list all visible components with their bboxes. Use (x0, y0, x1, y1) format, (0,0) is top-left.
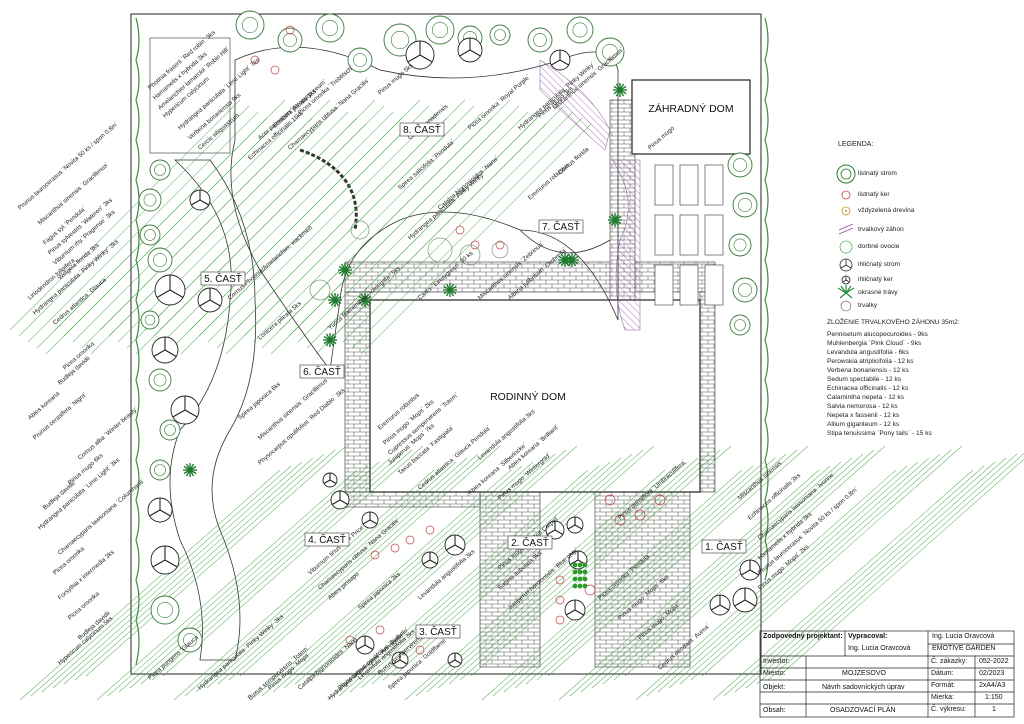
plant-label: Cercis siliquastrum (197, 112, 241, 152)
tb-drawing: 1 (992, 706, 996, 713)
composition-item: Calamintha nepeta - 12 ks (827, 394, 904, 401)
family-house (369, 299, 701, 493)
plant-label: Prunus cerasifera ´Nigra´ (32, 391, 89, 442)
title-block (759, 630, 1015, 718)
tb-responsible-label: Zodpovedný projektant: (763, 633, 843, 640)
legend-item-grass: okrasné trávy (858, 289, 898, 296)
legend-item-deciduous-shrub: listnatý ker (858, 191, 890, 198)
plant-label: Forsythia x intermedia 3ks (57, 549, 116, 602)
part-1-label: 1. ČASŤ (705, 540, 743, 553)
shed-area (149, 37, 231, 154)
grass-icon (837, 285, 855, 299)
composition-item: Pennisetum alucopecuroides - 9ks (827, 331, 928, 338)
perennial-icon (840, 300, 852, 312)
tb-place: MOJZESOVO (842, 670, 886, 677)
plant-leader-lines (9, 99, 1024, 701)
part-2-label: 2. ČASŤ (511, 536, 549, 549)
tb-format-label: Formát: (931, 682, 956, 689)
evergreen-icon (841, 206, 851, 216)
composition-item: Verbena bonariensis - 12 ks (827, 367, 909, 374)
plant-label: Hydrangea paniculata ´Lime Light´ 3ks (37, 457, 122, 532)
tb-date-label: Dátum: (931, 670, 954, 677)
composition-item: Muhlenbergia ´Pink Cloud´ - 9ks (827, 340, 922, 347)
conifer-tree-icon (839, 258, 853, 272)
deciduous-tree-icon (836, 164, 856, 184)
plant-label: Cornus florida (557, 146, 591, 177)
legend-item-conifer-tree: ihličnatý strom (858, 261, 901, 268)
tb-prepared-name: Ing. Lucia Oravcová (848, 645, 911, 652)
plant-label: Lonicera pileata 5ks (257, 300, 303, 341)
conifer-shrub-icon (841, 275, 851, 285)
family-house-label: RODINNÝ DOM (490, 390, 566, 403)
garden-house (631, 79, 751, 155)
plant-label: Picea omorika (67, 590, 102, 621)
terrace-west (344, 291, 371, 493)
perennial-bed-east (611, 159, 641, 331)
composition-item: Echinacea officinalis - 12 ks (827, 385, 909, 392)
perennial-bed-north (539, 59, 611, 151)
tb-order-label: Č. zákazky: (931, 658, 968, 665)
plant-label: Picea omorika ´Treblitsch´ (297, 64, 356, 116)
tb-place-label: Miesto: (763, 670, 786, 677)
tb-order: 052-2022 (979, 658, 1009, 665)
deciduous-shrub-icon (841, 190, 851, 200)
tb-object-label: Objekt: (763, 684, 786, 691)
plant-symbols (138, 10, 761, 669)
tb-content-label: Obsah: (763, 707, 786, 714)
tb-scale-label: Mierka: (931, 694, 954, 701)
tb-investor-label: Investor: (763, 658, 790, 665)
part-3-label: 3. ČASŤ (419, 625, 457, 638)
perennial-bed-icon (838, 223, 854, 235)
part-7-label: 7. ČASŤ (542, 220, 580, 233)
composition-item: Perowskia atriplicifolia - 12 ks (827, 358, 914, 365)
composition-title: ZLOŽENIE TRVALKOVÉHO ZÁHONU 35m2: (827, 319, 960, 326)
composition-item: Levandula angustifolia - 6ks (827, 349, 909, 356)
plant-label: Echinacea officinalis 15ks (247, 110, 305, 162)
tb-object: Návrh sadovníckých úprav (822, 684, 905, 691)
left-hedge (135, 17, 140, 666)
legend-item-perennial-bed: trvalkový záhon (858, 226, 904, 233)
legend-item-evergreen: vždyzelená drevina (858, 207, 915, 214)
plant-label: Cornus alba ´Winter beauty´ (77, 405, 140, 461)
vegetable-beds (654, 164, 724, 306)
part-8-label: 8. ČASŤ (403, 123, 441, 136)
plant-label: Cedrus atlantica ´Glauca´ (52, 275, 110, 326)
legend-item-perennial: trvalky (858, 302, 878, 309)
terrace-north (344, 261, 716, 293)
part-5-label: 5. ČASŤ (204, 272, 242, 285)
plant-label: Pinus mugo 5ks (377, 62, 415, 96)
tb-drawing-label: Č. výkresu: (931, 706, 967, 713)
stepping-stones (299, 148, 358, 231)
fruit-icon (839, 240, 853, 254)
plant-label: Amelanchier lamarckii ´Robin Hill´ (157, 45, 232, 111)
legend-item-fruit: dorbné ovocie (858, 243, 900, 250)
plant-label: Spirea japonica 3ks (357, 571, 402, 612)
legend-item-conifer-shrub: ihličnatý ker (858, 276, 893, 283)
garden-house-label: ZÁHRADNÝ DOM (648, 102, 733, 115)
composition-item: Allium giganteum - 12 ks (827, 421, 900, 428)
right-hedge (764, 17, 769, 581)
tb-prepared-label: Vypracoval: (848, 633, 888, 640)
path-west (339, 491, 481, 508)
plant-label: Cornus/Photinia/Amelanchier, viackmeň (227, 224, 315, 301)
tb-content: OSADZOVACÍ PLÁN (830, 707, 896, 714)
composition-item: Nepeta x fassenii - 12 ks (827, 412, 900, 419)
legend-title: LEGENDA: (838, 141, 874, 148)
part-6-label: 6. ČASŤ (303, 365, 341, 378)
legend-item-deciduous-tree: listnatý strom (858, 170, 897, 177)
lawn-edge (519, 229, 611, 254)
tb-date: 02/2023 (979, 670, 1005, 677)
tb-scale: 1:150 (985, 694, 1003, 701)
tb-company2: EMOTIVE GARDEN (932, 645, 996, 652)
composition-item: Sedum spectabile - 12 ks (827, 376, 902, 383)
lawn-west (169, 159, 257, 661)
tb-company: Ing. Lucia Oravcová (932, 633, 995, 640)
part-labels: 8. ČASŤ 7. ČASŤ 5. ČASŤ 6. ČASŤ 4. ČASŤ … (200, 122, 747, 639)
tb-format: 2xA4/A3 (979, 682, 1006, 689)
part-4-label: 4. ČASŤ (308, 533, 346, 546)
legend-symbols (836, 164, 856, 312)
composition-item: Stipa tenuissima ´Pony tails´ - 15 ks (827, 430, 932, 437)
composition-item: Salvia nemorosa - 12 ks (827, 403, 898, 410)
